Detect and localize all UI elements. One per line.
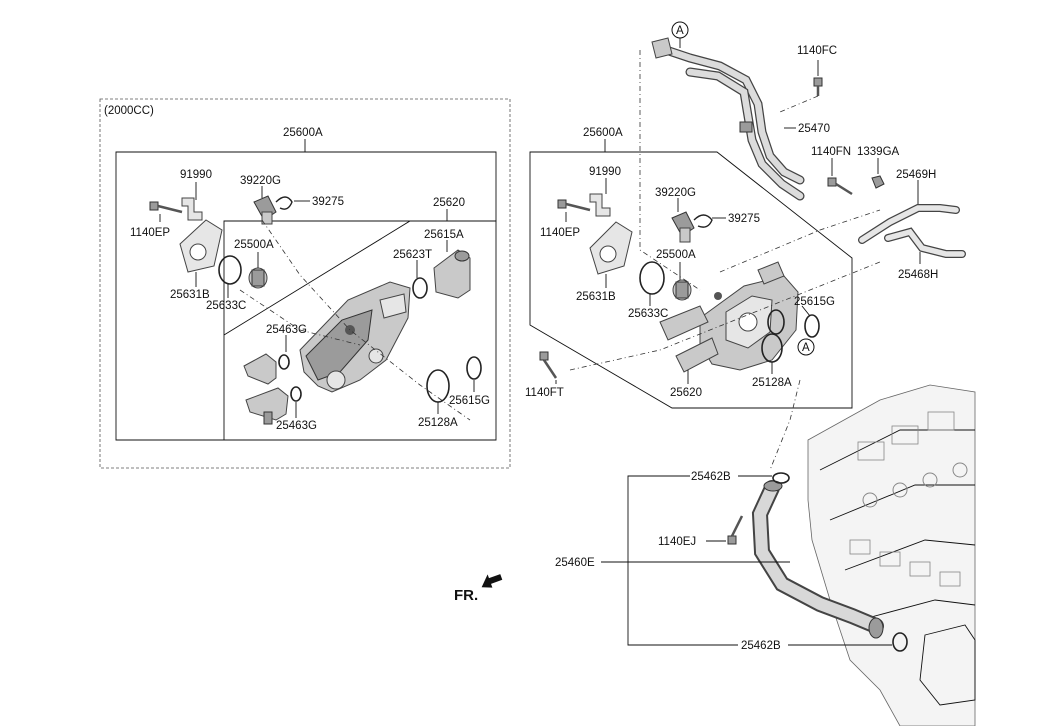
left-label-25633c: 25633C bbox=[206, 300, 246, 312]
bolt-1140fc bbox=[813, 60, 823, 96]
label-25469h: 25469H bbox=[896, 169, 936, 181]
right-label-25128a: 25128A bbox=[752, 377, 792, 389]
left-thermostat-25500a bbox=[248, 252, 268, 289]
left-outlet-25615a bbox=[433, 240, 471, 299]
gasket-25462b-bottom bbox=[892, 632, 908, 652]
right-assembly-label: 25600A bbox=[583, 127, 623, 139]
label-25460e: 25460E bbox=[555, 557, 595, 569]
left-assembly-frame bbox=[115, 151, 497, 441]
left-label-39220g: 39220G bbox=[240, 175, 281, 187]
front-arrow-icon bbox=[481, 574, 503, 588]
front-indicator-label: FR. bbox=[454, 587, 478, 604]
left-housing-frame bbox=[223, 220, 497, 441]
nut-1339ga bbox=[871, 158, 885, 189]
variant-label: (2000CC) bbox=[104, 105, 154, 117]
label-1140fn: 1140FN bbox=[811, 146, 851, 158]
label-1339ga: 1339GA bbox=[857, 146, 900, 158]
left-gasket-25615g bbox=[466, 356, 482, 380]
left-label-25128a: 25128A bbox=[418, 417, 458, 429]
left-housing-label: 25620 bbox=[433, 197, 465, 209]
left-label-25631b: 25631B bbox=[170, 289, 210, 301]
left-label-25500a: 25500A bbox=[234, 239, 274, 251]
circle-marker-a-bottom: A bbox=[797, 338, 815, 356]
left-housing-25620 bbox=[299, 281, 411, 393]
right-label-1140ft: 1140FT bbox=[525, 387, 564, 399]
left-label-91990: 91990 bbox=[180, 169, 212, 181]
right-label-25633c: 25633C bbox=[628, 308, 668, 320]
right-label-25615g: 25615G bbox=[794, 296, 835, 308]
right-label-25620: 25620 bbox=[670, 387, 702, 399]
right-label-39220g: 39220G bbox=[655, 187, 696, 199]
right-assembly-frame bbox=[529, 151, 853, 409]
left-gasket-25623t bbox=[412, 277, 428, 299]
right-gasket-25615g bbox=[804, 314, 820, 338]
left-label-25615g: 25615G bbox=[449, 395, 490, 407]
right-thermostat-cover-25631b bbox=[589, 221, 633, 288]
gasket-25462b-top bbox=[772, 472, 790, 484]
right-label-1140ep: 1140EP bbox=[540, 227, 580, 239]
pipe-25470 bbox=[651, 37, 805, 201]
pipe-25460e bbox=[751, 480, 884, 639]
left-assembly-label: 25600A bbox=[283, 127, 323, 139]
left-bolt-1140ep bbox=[149, 201, 183, 222]
engine-block bbox=[807, 384, 976, 726]
left-bracket-91990 bbox=[181, 182, 203, 221]
right-housing-25620 bbox=[659, 261, 799, 373]
left-label-25623t: 25623T bbox=[393, 249, 432, 261]
label-25468h: 25468H bbox=[898, 269, 938, 281]
hose-25468h bbox=[884, 227, 966, 264]
bolt-1140ej bbox=[727, 515, 744, 545]
front-indicator: FR. bbox=[454, 574, 503, 604]
right-thermostat-25500a bbox=[672, 262, 692, 301]
left-label-25463g-top: 25463G bbox=[266, 324, 307, 336]
left-gasket-25128a bbox=[426, 369, 450, 403]
label-1140ej: 1140EJ bbox=[658, 536, 696, 548]
right-gasket-25633c bbox=[639, 261, 665, 295]
right-label-91990: 91990 bbox=[589, 166, 621, 178]
left-pipe-lower bbox=[245, 386, 302, 425]
hose-25469h bbox=[858, 180, 960, 244]
left-gasket-25633c bbox=[218, 255, 242, 285]
left-label-39275: 39275 bbox=[312, 196, 344, 208]
left-label-25463g-bottom: 25463G bbox=[276, 420, 317, 432]
right-clip-39275 bbox=[693, 214, 726, 228]
left-sensor-39220g bbox=[253, 186, 277, 225]
left-clip-39275 bbox=[275, 196, 310, 210]
variant-2000cc-frame bbox=[99, 98, 511, 469]
right-bolt-1140ep bbox=[557, 199, 591, 222]
right-bolt-1140ft bbox=[539, 351, 558, 384]
label-25462b-top: 25462B bbox=[691, 471, 731, 483]
right-label-25631b: 25631B bbox=[576, 291, 616, 303]
right-label-25500a: 25500A bbox=[656, 249, 696, 261]
right-label-39275: 39275 bbox=[728, 213, 760, 225]
bolt-1140fn bbox=[827, 158, 853, 196]
left-pipe-upper bbox=[243, 353, 290, 385]
circle-marker-a-top: A bbox=[671, 21, 689, 48]
left-label-25615a: 25615A bbox=[424, 229, 464, 241]
label-25462b-bottom: 25462B bbox=[741, 640, 781, 652]
svg-text:A: A bbox=[676, 25, 684, 37]
left-label-1140ep: 1140EP bbox=[130, 227, 170, 239]
svg-text:A: A bbox=[802, 342, 810, 354]
right-bracket-91990 bbox=[589, 178, 611, 217]
right-sensor-39220g bbox=[671, 198, 695, 243]
label-1140fc: 1140FC bbox=[797, 45, 837, 57]
label-25470: 25470 bbox=[798, 123, 830, 135]
left-thermostat-cover-25631b bbox=[179, 219, 223, 287]
